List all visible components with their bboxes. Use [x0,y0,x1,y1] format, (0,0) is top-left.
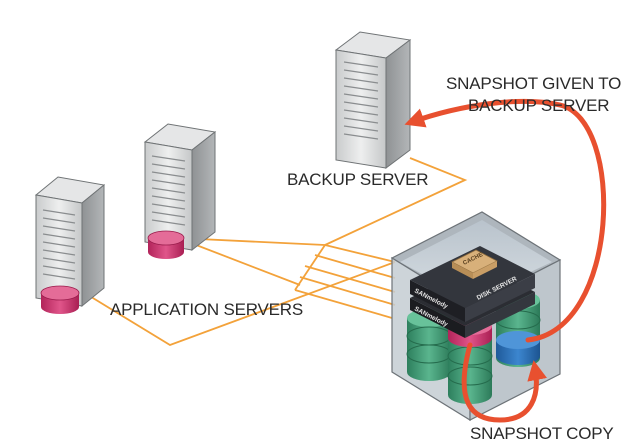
snapshot-given-label-line1: SNAPSHOT GIVEN TO [446,74,622,93]
appliance-link-3 [304,265,396,293]
application-server-tower-2 [143,123,217,259]
appliance-link-1 [324,244,396,263]
backup-server-label: BACKUP SERVER [287,170,429,189]
app-server-1-disk [40,285,80,314]
app-server-2-link [177,237,301,286]
app-server-2-disk [147,230,185,259]
appliance-link-4 [299,276,396,306]
snapshot-arrows [404,99,607,423]
app-server-1-link [87,261,396,346]
snapshot-given-label-line2: BACKUP SERVER [468,96,610,115]
network-lines [87,157,468,346]
snapshot-to-backup-arrow [404,99,607,343]
disk-server-units: CACHE DISK SERVER SANmelody SANmelody [410,246,535,338]
backup-server-tower [334,31,412,169]
appliance-link-2 [314,254,396,279]
bus-link-a [294,244,326,291]
application-server-tower-1 [34,176,106,314]
application-servers-label: APPLICATION SERVERS [110,300,304,319]
snapshot-copy-arrow [461,342,548,423]
appliance-link-5 [294,289,393,319]
snapshot-copy-label: SNAPSHOT COPY [470,424,614,443]
backup-server-link [324,157,468,246]
